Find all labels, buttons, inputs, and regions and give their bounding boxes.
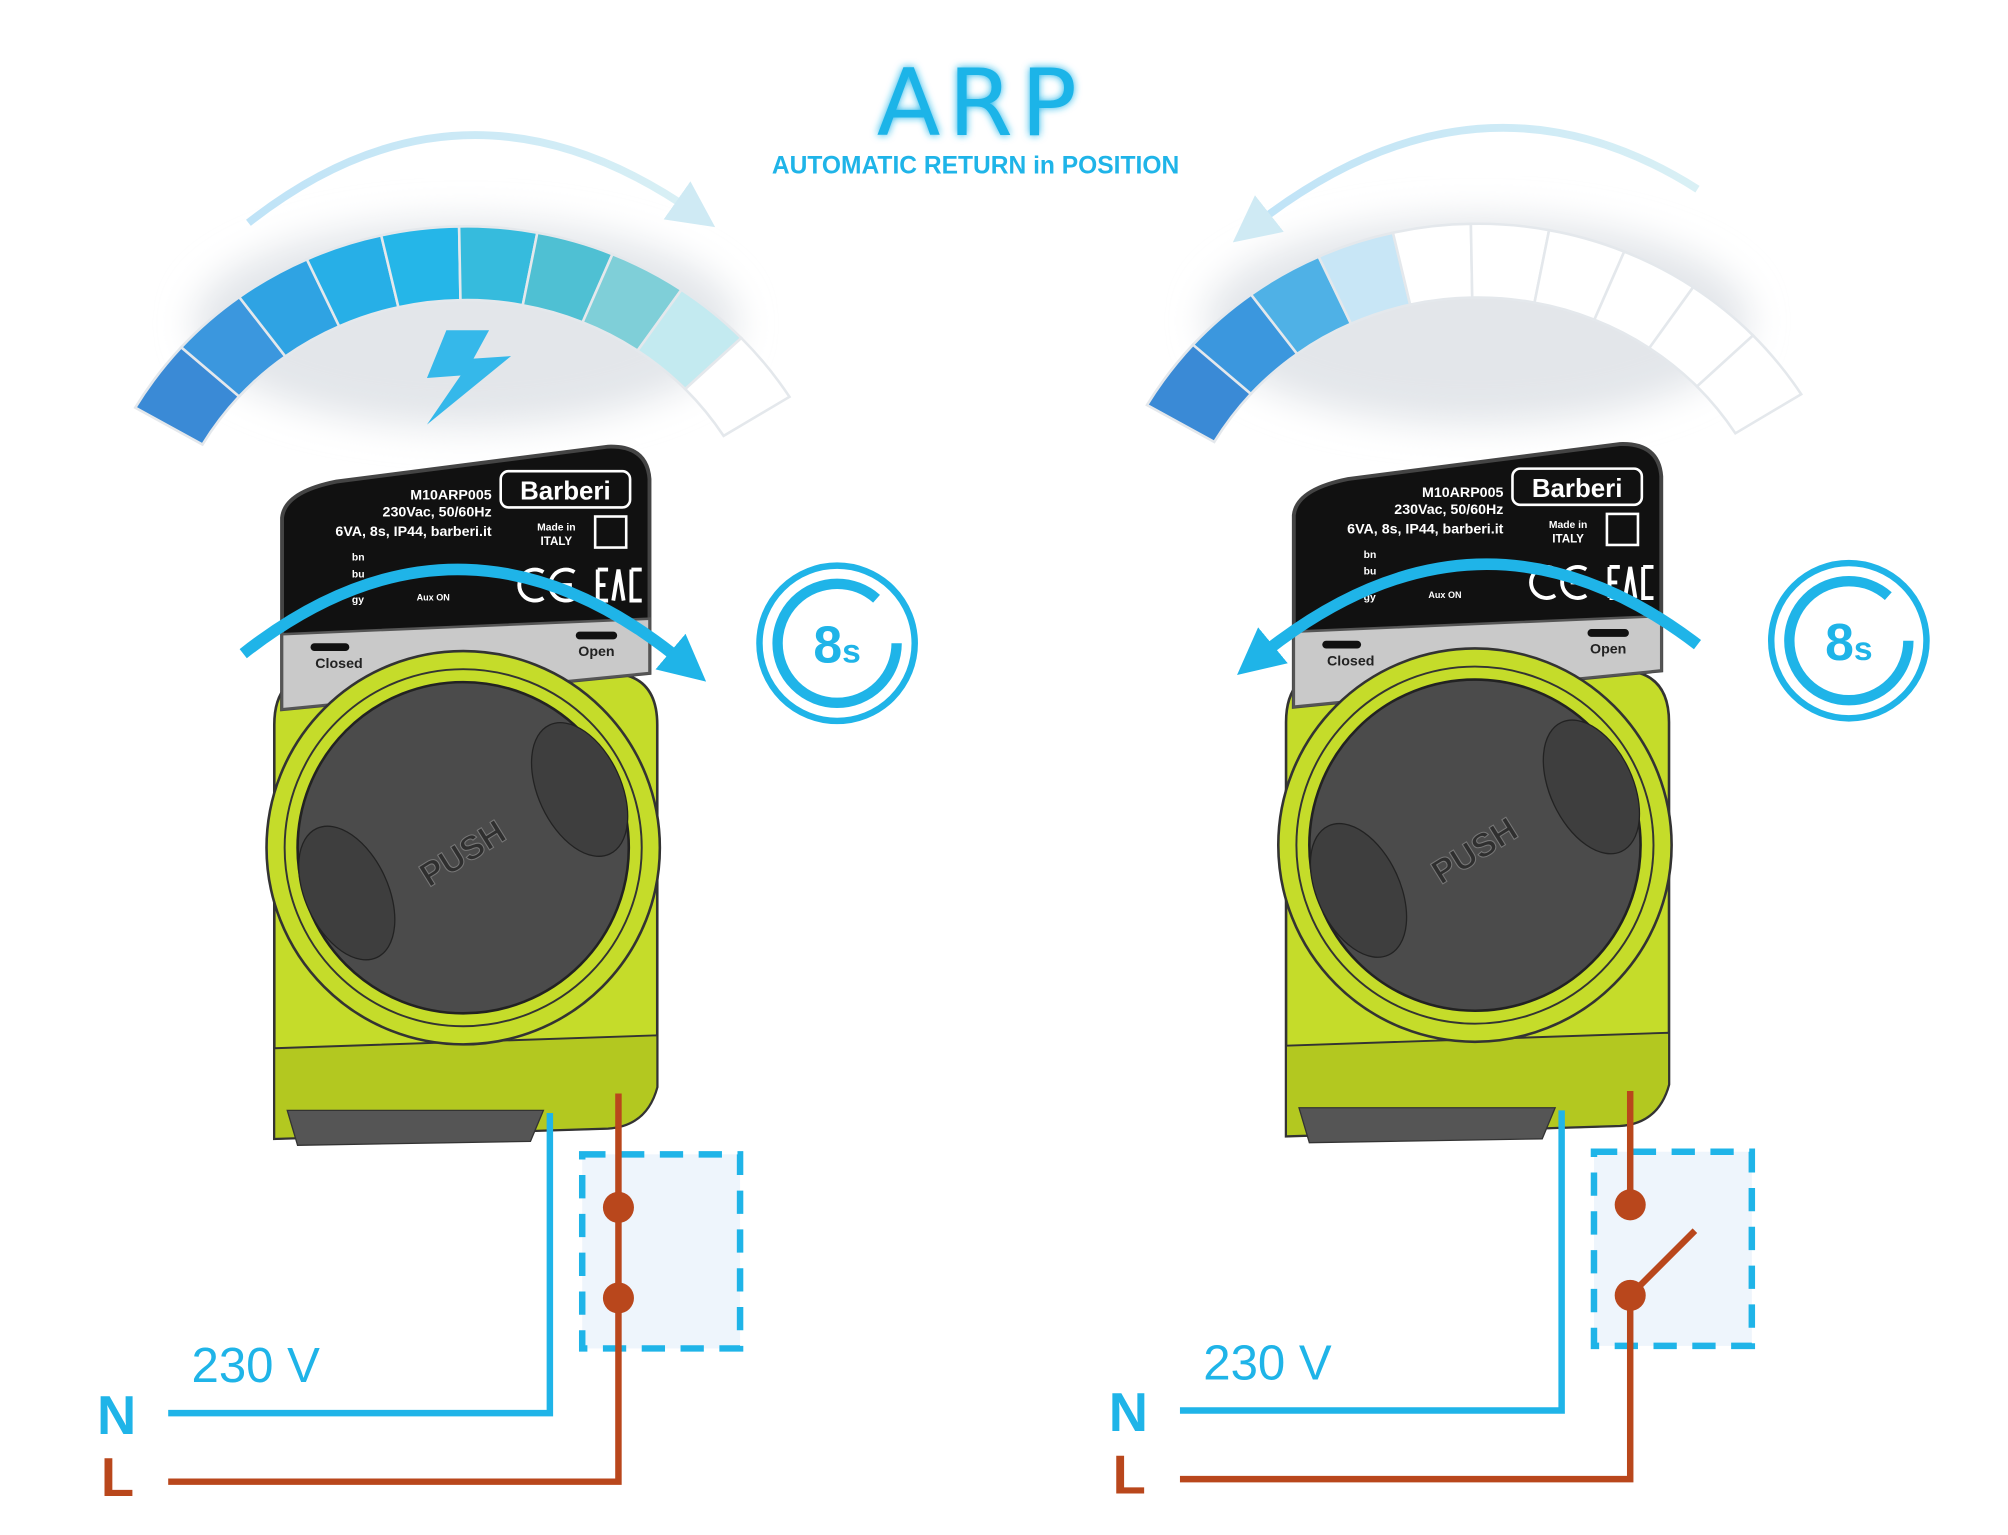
switch-terminal bbox=[602, 1191, 634, 1223]
position-gauge bbox=[1145, 222, 1804, 444]
wire-label: bn bbox=[352, 552, 365, 563]
arp-logo: ARP AUTOMATIC RETURN in POSITION bbox=[772, 49, 1179, 180]
open-label: Open bbox=[1590, 642, 1626, 658]
motion-direction-arrow bbox=[246, 131, 716, 228]
double-insulation-icon bbox=[593, 515, 628, 549]
logo-text: ARP bbox=[877, 49, 1085, 157]
model-label: M10ARP005 bbox=[1422, 485, 1503, 501]
neutral-wire bbox=[168, 1112, 554, 1417]
live-label: L bbox=[1113, 1444, 1146, 1505]
switch-box bbox=[578, 1151, 744, 1352]
wiring: 230 V N L bbox=[97, 1093, 744, 1508]
made-in-label: Made in bbox=[1549, 520, 1588, 531]
timer-value: 8 bbox=[1825, 613, 1854, 671]
brand-logo bbox=[1511, 467, 1644, 507]
country-label: ITALY bbox=[541, 535, 573, 548]
gauge-segment bbox=[683, 336, 792, 438]
made-in-label: Made in bbox=[537, 523, 576, 534]
model-label: M10ARP005 bbox=[410, 488, 491, 504]
switch-terminal bbox=[602, 1282, 634, 1314]
actuator: PUSH M10ARP005 230Vac, 50/60Hz 6VA, 8s, … bbox=[1276, 442, 1673, 1144]
logo-subtitle: AUTOMATIC RETURN in POSITION bbox=[772, 153, 1179, 180]
closed-label: Closed bbox=[1327, 653, 1374, 669]
actuator: PUSH M10ARP005 230Vac, 50/60Hz 6VA, 8s, … bbox=[265, 444, 662, 1146]
voltage-label: 230 V bbox=[1203, 1335, 1332, 1390]
gauge-segment bbox=[1695, 333, 1804, 436]
neutral-label: N bbox=[97, 1385, 136, 1446]
aux-label: Aux ON bbox=[417, 593, 450, 603]
timer-badge: 8s bbox=[756, 562, 918, 725]
live-wire bbox=[1179, 1295, 1634, 1483]
spec-label: 6VA, 8s, IP44, barberi.it bbox=[1347, 521, 1503, 537]
brand-logo bbox=[499, 469, 632, 509]
spec-label: 6VA, 8s, IP44, barberi.it bbox=[335, 524, 491, 540]
power-lightning-icon bbox=[426, 330, 512, 425]
svg-text:8s: 8s bbox=[1825, 613, 1872, 671]
rotation-arrow bbox=[1237, 558, 1702, 675]
switch-terminal bbox=[1614, 1279, 1646, 1311]
brand-name: Barberi bbox=[1532, 475, 1623, 503]
wiring: 230 V N L bbox=[1109, 1090, 1756, 1505]
timer-value: 8 bbox=[813, 616, 842, 674]
neutral-label: N bbox=[1109, 1382, 1148, 1443]
panel-unpowered: PUSH M10ARP005 230Vac, 50/60Hz 6VA, 8s, … bbox=[1109, 123, 1930, 1505]
timer-badge: 8s bbox=[1767, 559, 1930, 722]
wire-label: bn bbox=[1364, 550, 1377, 561]
aux-label: Aux ON bbox=[1428, 590, 1461, 600]
rotation-arrow bbox=[239, 563, 707, 682]
live-wire bbox=[168, 1297, 622, 1485]
open-label: Open bbox=[578, 644, 614, 660]
live-label: L bbox=[101, 1447, 134, 1508]
timer-unit: s bbox=[842, 634, 861, 671]
closed-label: Closed bbox=[315, 656, 362, 672]
switch-terminal bbox=[1614, 1189, 1646, 1221]
wire-label: bu bbox=[352, 569, 365, 580]
supply-label: 230Vac, 50/60Hz bbox=[383, 505, 492, 521]
neutral-wire bbox=[1179, 1110, 1565, 1414]
svg-text:8s: 8s bbox=[813, 616, 860, 674]
wire-label: gy bbox=[1364, 593, 1376, 604]
position-gauge bbox=[133, 225, 792, 447]
voltage-label: 230 V bbox=[191, 1338, 320, 1393]
country-label: ITALY bbox=[1552, 532, 1584, 545]
wire-label: bu bbox=[1364, 567, 1377, 578]
supply-label: 230Vac, 50/60Hz bbox=[1394, 502, 1503, 518]
panel-powered: PUSH M10ARP005 230Vac, 50/60Hz 6VA, 8s, … bbox=[97, 131, 918, 1508]
wire-label: gy bbox=[352, 595, 364, 606]
motion-direction-arrow bbox=[1232, 123, 1700, 243]
double-insulation-icon bbox=[1605, 512, 1640, 547]
brand-name: Barberi bbox=[520, 478, 611, 506]
timer-unit: s bbox=[1854, 631, 1873, 668]
